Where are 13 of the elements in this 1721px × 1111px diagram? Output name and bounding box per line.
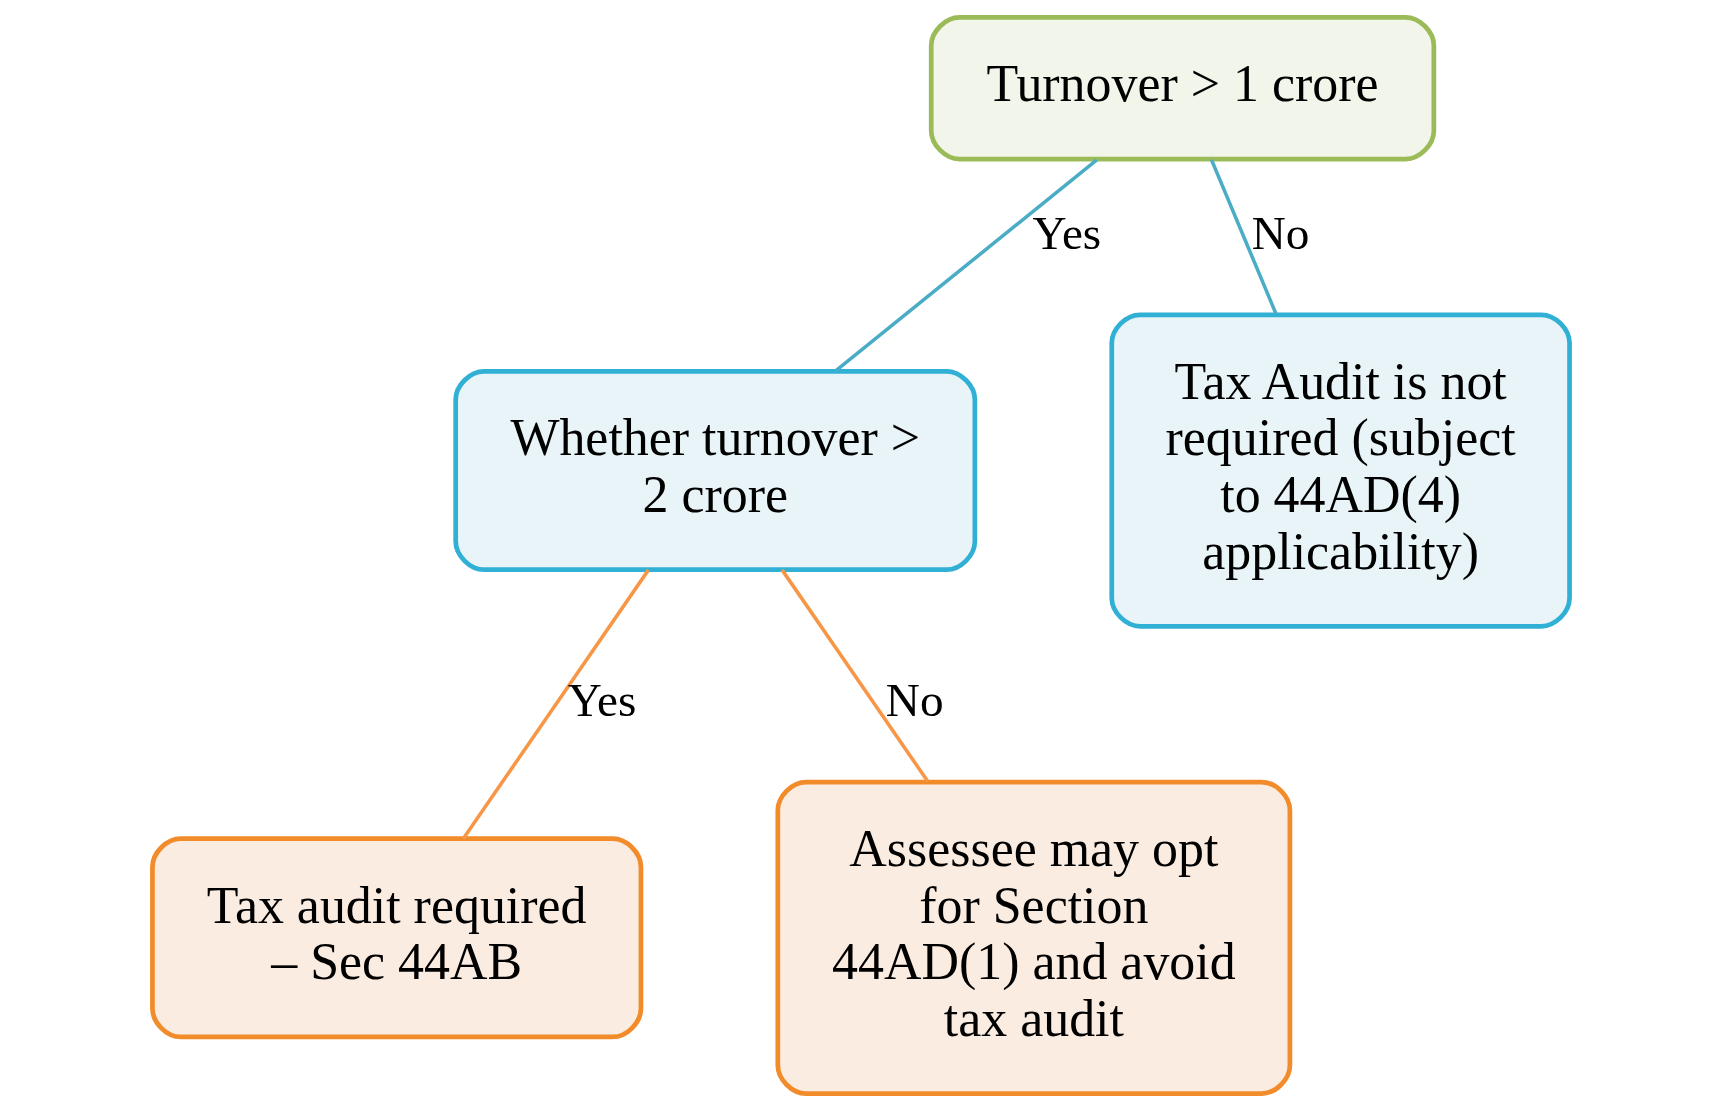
connector — [461, 568, 650, 840]
connector — [1209, 159, 1278, 315]
node-box: Tax audit required – Sec 44AB — [149, 836, 643, 1040]
edge-label: Yes — [567, 673, 636, 726]
node-box: Assessee may opt for Section 44AD(1) and avoid tax audit — [774, 779, 1292, 1096]
edge-label: No — [1251, 206, 1309, 259]
edge-label: No — [885, 673, 944, 726]
node-box: Turnover > 1 crore — [928, 15, 1436, 162]
connector — [780, 568, 929, 783]
edge-label: Yes — [1032, 206, 1101, 259]
connector — [834, 158, 1098, 373]
node-box: Tax Audit is not required (subject to 44AD(4) applicability) — [1108, 312, 1572, 629]
node-box: Whether turnover > 2 crore — [452, 369, 977, 572]
